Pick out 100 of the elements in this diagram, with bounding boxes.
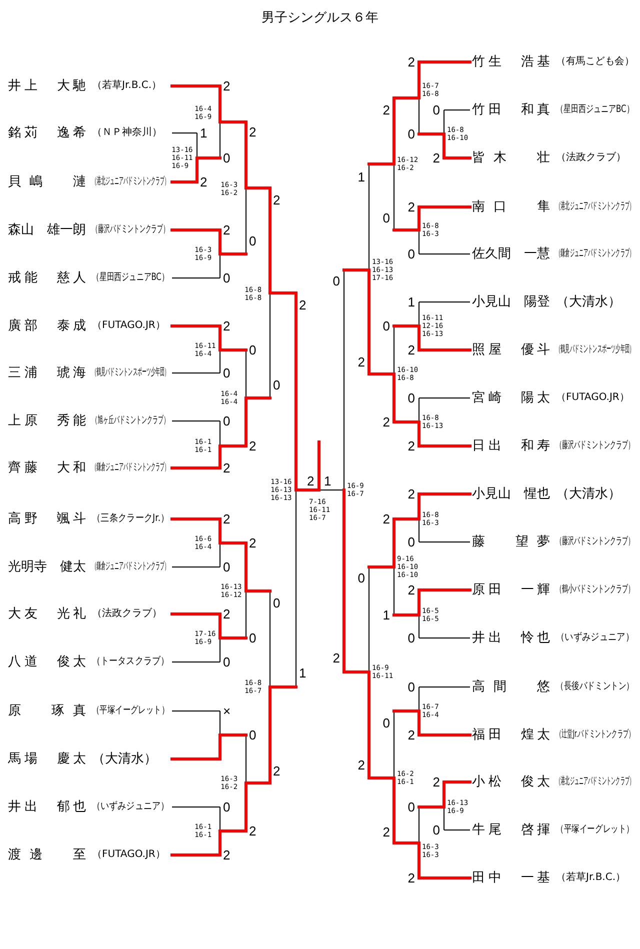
- games-won: 2: [382, 826, 390, 838]
- games-won: 0: [223, 800, 230, 814]
- club-name: （長後バドミントン）: [556, 682, 634, 692]
- club-name: （鶴見バドミントンスポーツ少年団）: [556, 345, 634, 355]
- games-won: 1: [324, 474, 332, 488]
- games-won: 2: [382, 104, 390, 116]
- player-name: 小見山 陽登: [472, 296, 550, 308]
- club-name: （大清水）: [92, 752, 157, 766]
- games-won: 2: [223, 80, 230, 92]
- club-name: （いずみジュニア）: [556, 633, 634, 643]
- club-name: （三条クラークJr.）: [92, 514, 170, 524]
- club-name: （鎌倉ジュニアバドミントンクラブ）: [556, 249, 634, 259]
- player-name: 井出 郁也: [8, 800, 86, 814]
- club-name: （鎌倉ジュニアバドミントンクラブ）: [92, 562, 169, 572]
- games-won: 0: [382, 212, 390, 224]
- player-name: 廣部 泰成: [8, 320, 86, 332]
- games-won: 0: [408, 128, 415, 140]
- games-won: 2: [382, 512, 390, 526]
- games-won: 2: [408, 200, 415, 214]
- player-name: 井上 大馳: [8, 80, 86, 92]
- games-won: 0: [249, 344, 256, 356]
- player-name: 齊藤 大和: [8, 462, 86, 474]
- games-won: 2: [273, 764, 280, 778]
- games-won: 0: [408, 632, 415, 644]
- player-name: 藤 望夢: [472, 536, 550, 548]
- club-name: （鎌倉ジュニアバドミントンクラブ）: [92, 463, 169, 473]
- games-won: 0: [408, 392, 415, 404]
- games-won: 2: [408, 872, 415, 884]
- player-name: 小松 俊太: [472, 776, 550, 788]
- player-name: 牛尾 啓揮: [472, 824, 550, 836]
- games-won: 0: [223, 656, 230, 668]
- club-name: （藤沢バドミントンクラブ）: [556, 441, 634, 451]
- games-won: 1: [358, 170, 365, 184]
- player-name: 田中 一基: [472, 872, 550, 884]
- games-won: 1: [200, 126, 208, 140]
- club-name: （大清水）: [556, 296, 621, 308]
- games-won: ×: [223, 704, 231, 718]
- games-won: 0: [382, 320, 390, 332]
- club-name: （いずみジュニア）: [92, 802, 170, 812]
- player-name: 竹生 浩基: [472, 56, 550, 68]
- games-won: 0: [249, 632, 256, 644]
- games-won: 2: [332, 652, 340, 664]
- games-won: 2: [432, 152, 440, 164]
- games-won: 2: [249, 536, 256, 550]
- games-won: 2: [307, 474, 314, 488]
- club-name: （鶴小バドミントンクラブ）: [556, 585, 634, 595]
- games-won: 2: [382, 416, 390, 428]
- club-name: （トータスクラブ）: [92, 657, 170, 667]
- games-won: 2: [273, 194, 280, 206]
- tournament-title: 男子シングルス６年: [262, 12, 378, 24]
- player-name: 南口 隼: [472, 200, 550, 214]
- games-won: 2: [299, 298, 306, 312]
- games-won: 2: [358, 758, 365, 772]
- player-name: 八道 俊太: [8, 656, 86, 668]
- games-won: 0: [223, 366, 230, 380]
- player-name: 原 琢真: [8, 704, 86, 718]
- games-won: 2: [358, 356, 365, 368]
- games-won: 0: [332, 274, 340, 288]
- games-won: 2: [200, 176, 208, 188]
- player-name: 原田 一輝: [472, 584, 550, 596]
- games-won: 0: [408, 248, 415, 260]
- games-won: 2: [432, 776, 440, 788]
- club-name: （平塚イーグレット）: [556, 825, 634, 835]
- club-name: （若草Jr.B.C.）: [556, 873, 626, 883]
- club-name: （有馬こども会）: [556, 57, 634, 67]
- games-won: 2: [408, 56, 415, 68]
- player-name: 戒能 慈人: [8, 272, 86, 284]
- games-won: 2: [408, 728, 415, 742]
- games-won: 2: [249, 440, 256, 452]
- player-name: 皆木 壮: [472, 152, 550, 164]
- club-name: （港北ジュニアバドミントンクラブ）: [556, 777, 634, 787]
- player-name: 森山 雄一朗: [8, 224, 86, 236]
- player-name: 日出 和寿: [472, 440, 550, 452]
- club-name: （若草Jr.B.C.）: [92, 81, 162, 91]
- player-name: 宮崎 陽太: [472, 392, 550, 404]
- games-won: 2: [223, 462, 230, 474]
- games-won: 0: [223, 560, 230, 574]
- club-name: （ＮＰ神奈川）: [92, 128, 162, 138]
- games-won: 0: [408, 536, 415, 548]
- games-won: 2: [223, 848, 230, 862]
- player-name: 銘苅 逸希: [8, 126, 86, 140]
- player-name: 渡邊 至: [8, 848, 86, 862]
- club-name: （平塚イーグレット）: [92, 706, 169, 716]
- games-won: 0: [358, 572, 365, 584]
- games-won: 2: [408, 488, 415, 500]
- games-won: 0: [408, 800, 415, 814]
- games-won: 2: [408, 440, 415, 452]
- player-name: 佐久間 一慧: [472, 248, 550, 260]
- club-name: （星田西ジュニアBC）: [556, 105, 634, 115]
- club-name: （星田西ジュニアBC）: [92, 273, 169, 283]
- player-name: 三浦 琥海: [8, 366, 86, 380]
- games-won: 2: [408, 584, 415, 596]
- games-won: 1: [408, 296, 415, 308]
- games-won: 0: [223, 152, 230, 164]
- games-won: 0: [249, 728, 256, 742]
- games-won: 0: [432, 104, 440, 116]
- player-name: 大友 光礼: [8, 608, 86, 620]
- club-name: （大清水）: [556, 488, 621, 500]
- club-name: （藤沢バドミントンクラブ）: [556, 537, 634, 547]
- games-won: 0: [223, 272, 230, 284]
